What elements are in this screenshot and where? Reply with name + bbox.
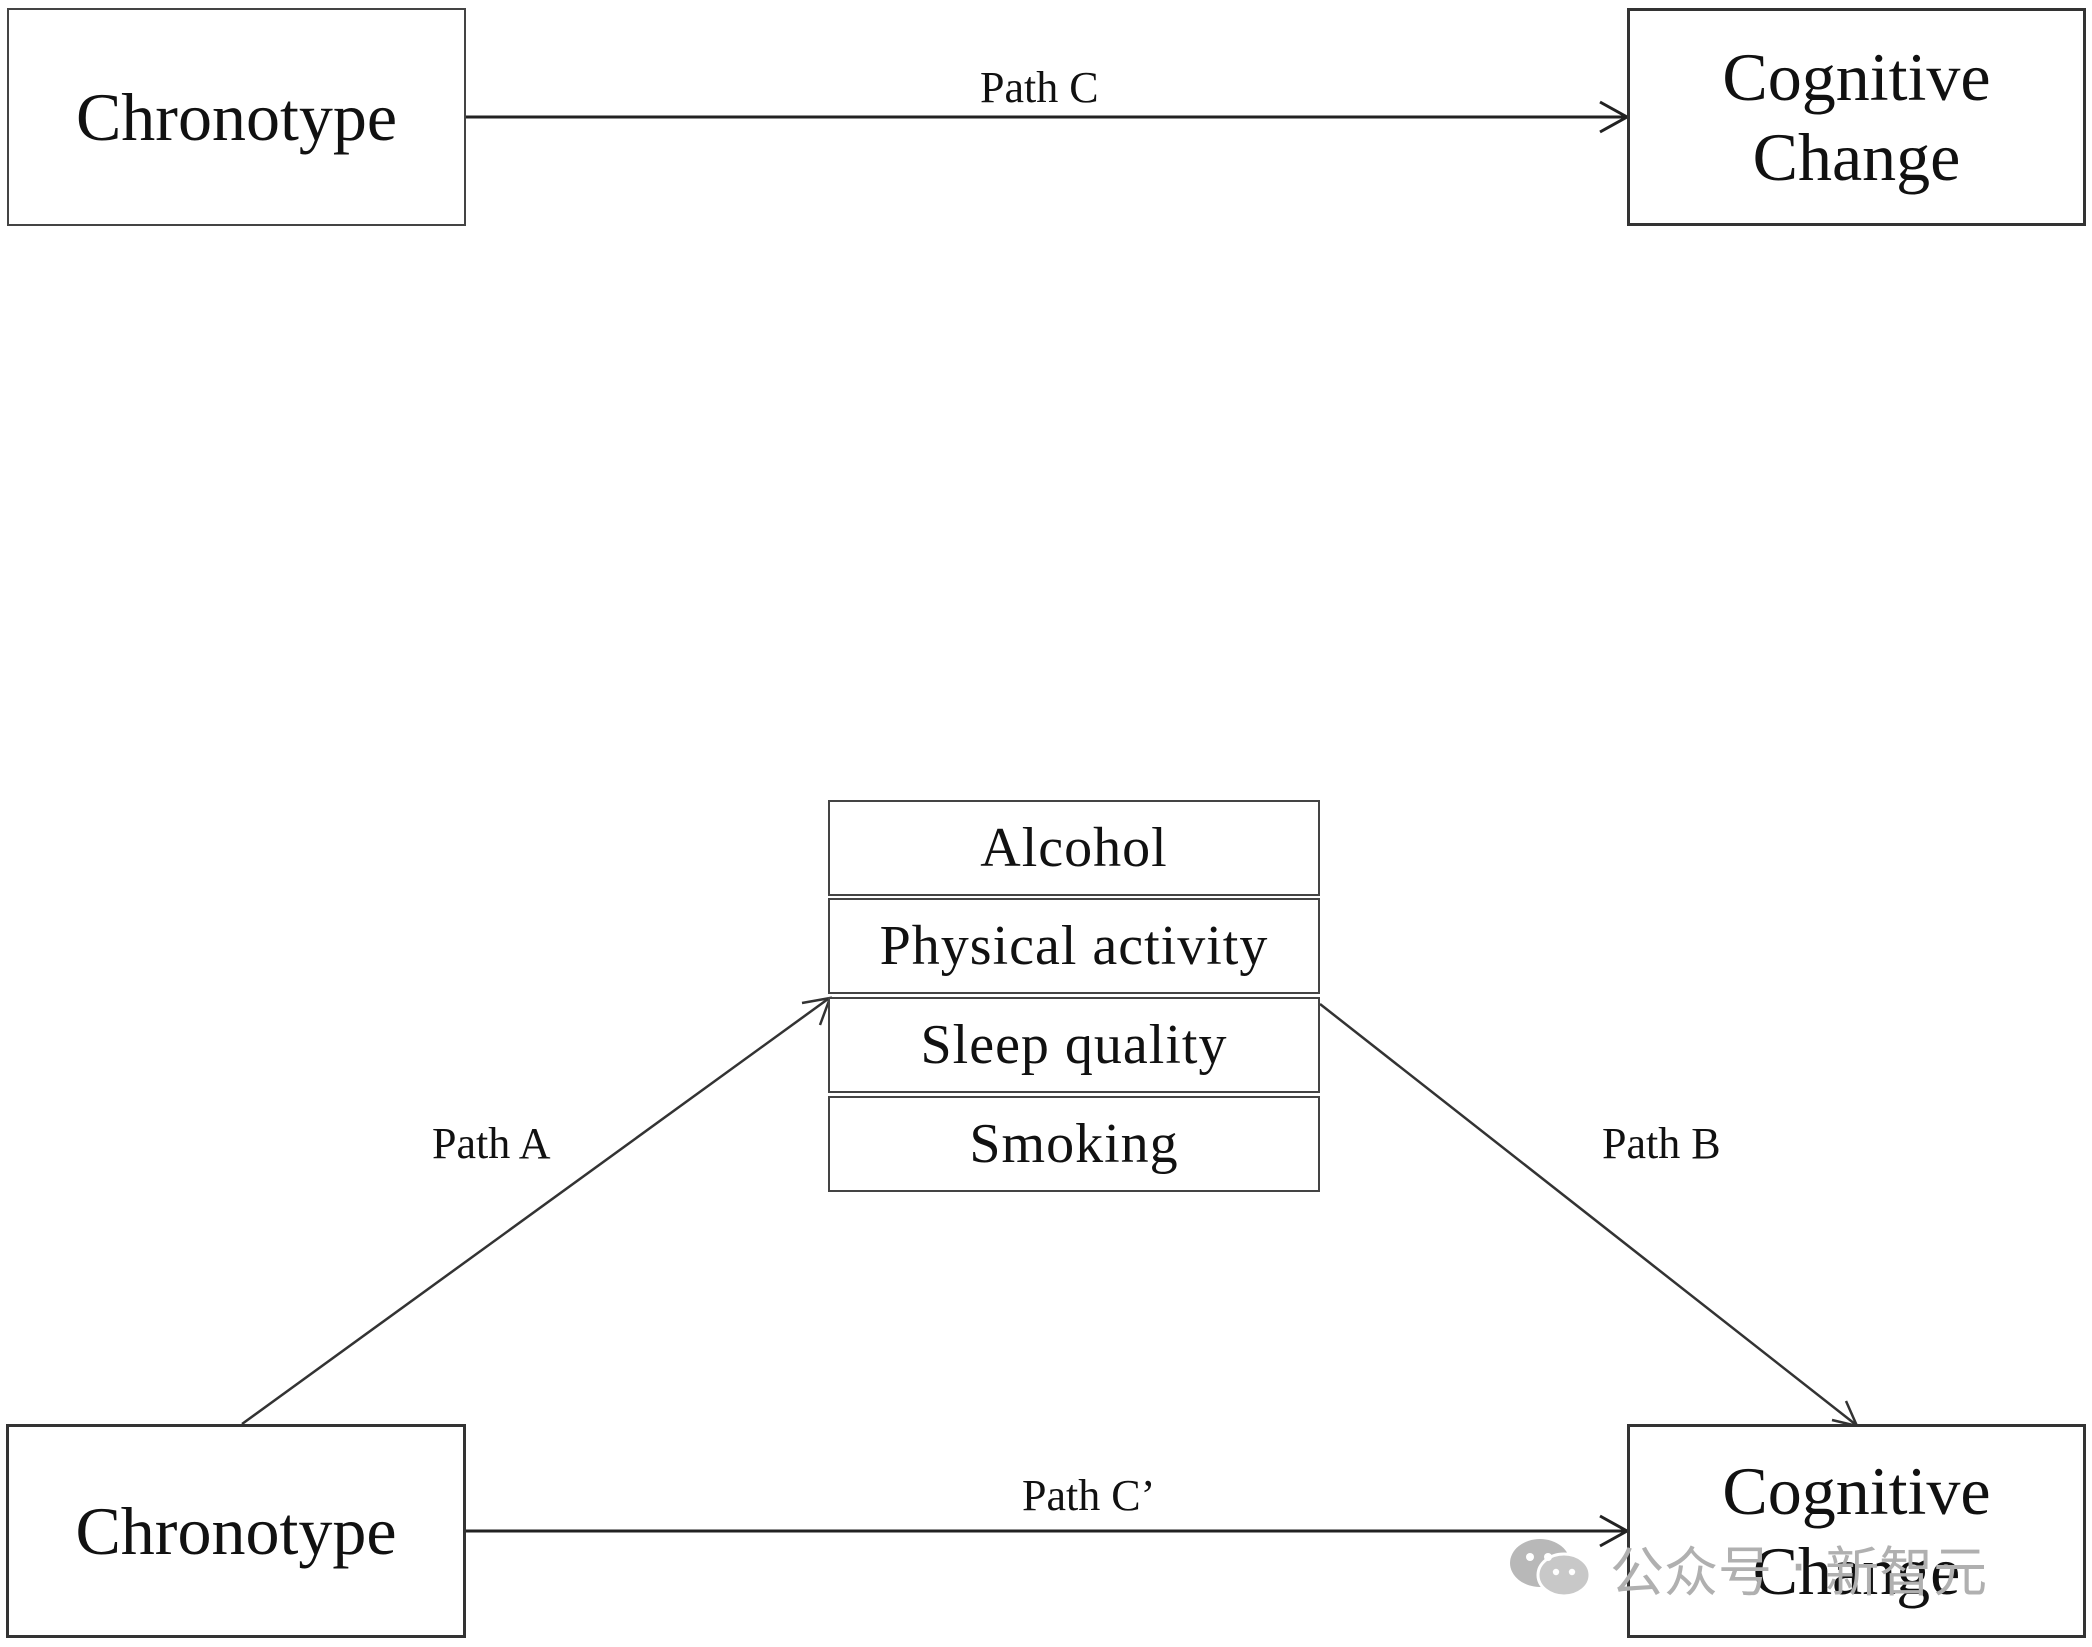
mediator-sleep-quality: Sleep quality (828, 997, 1320, 1093)
mediator-smoking: Smoking (828, 1096, 1320, 1192)
path-c-prime-label: Path C’ (1022, 1471, 1156, 1520)
mediator-physical-activity: Physical activity (828, 898, 1320, 994)
top-cognitive-change-box: Cognitive Change (1627, 8, 2086, 226)
path-b-arrow (1319, 1003, 1856, 1425)
mediator-physical-activity-label: Physical activity (879, 915, 1269, 977)
mediator-sleep-quality-label: Sleep quality (920, 1014, 1228, 1076)
bottom-cognitive-label: Cognitive (1722, 1452, 1991, 1529)
watermark-text-left: 公众号 (1610, 1541, 1772, 1604)
path-b-label: Path B (1602, 1119, 1721, 1168)
bottom-change-label: Change (1752, 1533, 1961, 1609)
mediator-alcohol: Alcohol (828, 800, 1320, 896)
watermark-separator: · (1790, 1536, 1808, 1599)
mediator-alcohol-label: Alcohol (980, 817, 1168, 879)
watermark-text-right: 新智元 (1825, 1541, 1988, 1604)
bottom-cognitive-change-box: Cognitive Change (1627, 1424, 2086, 1638)
path-a-label: Path A (432, 1119, 551, 1168)
path-c-label: Path C (980, 63, 1099, 112)
top-chronotype-box: Chronotype (7, 8, 466, 226)
top-chronotype-label: Chronotype (75, 78, 398, 155)
mediator-smoking-label: Smoking (969, 1113, 1179, 1175)
wechat-icon (1510, 1538, 1592, 1597)
watermark: 公众号 · 新智元 (1508, 1528, 1987, 1607)
top-change-label: Change (1752, 119, 1961, 195)
bottom-chronotype-label: Chronotype (75, 1492, 397, 1569)
bottom-chronotype-box: Chronotype (6, 1424, 466, 1638)
top-cognitive-label: Cognitive (1722, 38, 1991, 115)
path-a-arrow (241, 997, 829, 1426)
